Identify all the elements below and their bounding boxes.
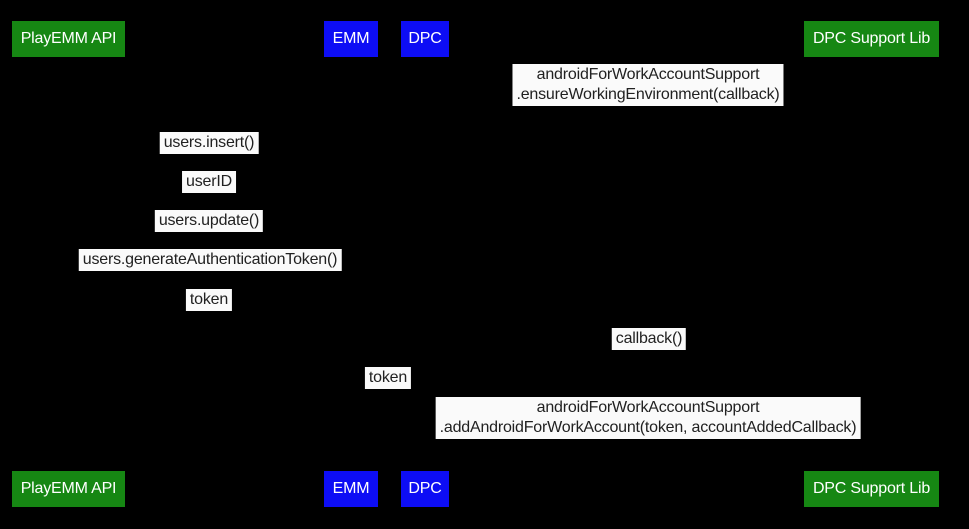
message-line: users.update() bbox=[158, 212, 260, 229]
actor-playemm-api-bottom: PlayEMM API bbox=[12, 471, 125, 507]
message-line: androidForWorkAccountSupport bbox=[536, 399, 760, 416]
message-line: .addAndroidForWorkAccount(token, account… bbox=[439, 419, 857, 436]
actor-emm-bottom: EMM bbox=[324, 471, 378, 507]
message-callback: callback() bbox=[611, 328, 687, 350]
message-line: callback() bbox=[615, 330, 683, 347]
message-line: androidForWorkAccountSupport bbox=[536, 66, 760, 83]
message-token-to-emm: token bbox=[185, 289, 233, 311]
message-users-generate-authentication-token: users.generateAuthenticationToken() bbox=[78, 249, 342, 271]
actor-dpc-support-lib-bottom: DPC Support Lib bbox=[804, 471, 939, 507]
message-token-to-dpc: token bbox=[364, 367, 412, 389]
message-ensure-working-environment: androidForWorkAccountSupport .ensureWorki… bbox=[512, 64, 784, 106]
message-line: token bbox=[189, 291, 229, 308]
message-users-update: users.update() bbox=[154, 210, 264, 232]
actor-playemm-api-top: PlayEMM API bbox=[12, 21, 125, 57]
message-add-android-for-work-account: androidForWorkAccountSupport .addAndroidF… bbox=[435, 397, 861, 439]
message-user-id: userID bbox=[182, 171, 236, 193]
message-line: users.insert() bbox=[163, 134, 255, 151]
message-users-insert: users.insert() bbox=[159, 132, 259, 154]
message-line: users.generateAuthenticationToken() bbox=[82, 251, 338, 268]
actor-dpc-top: DPC bbox=[401, 21, 449, 57]
message-line: userID bbox=[186, 173, 232, 190]
message-line: .ensureWorkingEnvironment(callback) bbox=[516, 86, 780, 103]
actor-dpc-bottom: DPC bbox=[401, 471, 449, 507]
actor-emm-top: EMM bbox=[324, 21, 378, 57]
actor-dpc-support-lib-top: DPC Support Lib bbox=[804, 21, 939, 57]
message-line: token bbox=[368, 369, 408, 386]
